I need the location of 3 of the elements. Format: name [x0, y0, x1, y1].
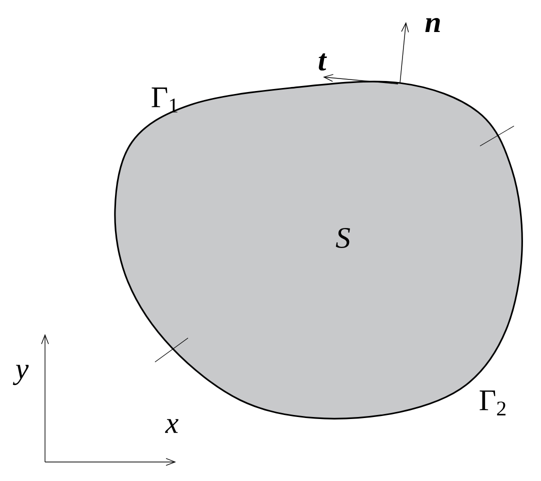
axis-label: y: [12, 364, 29, 386]
vector-label: n: [425, 18, 440, 32]
boundary-label: Γ$_{2}$: [480, 390, 506, 416]
